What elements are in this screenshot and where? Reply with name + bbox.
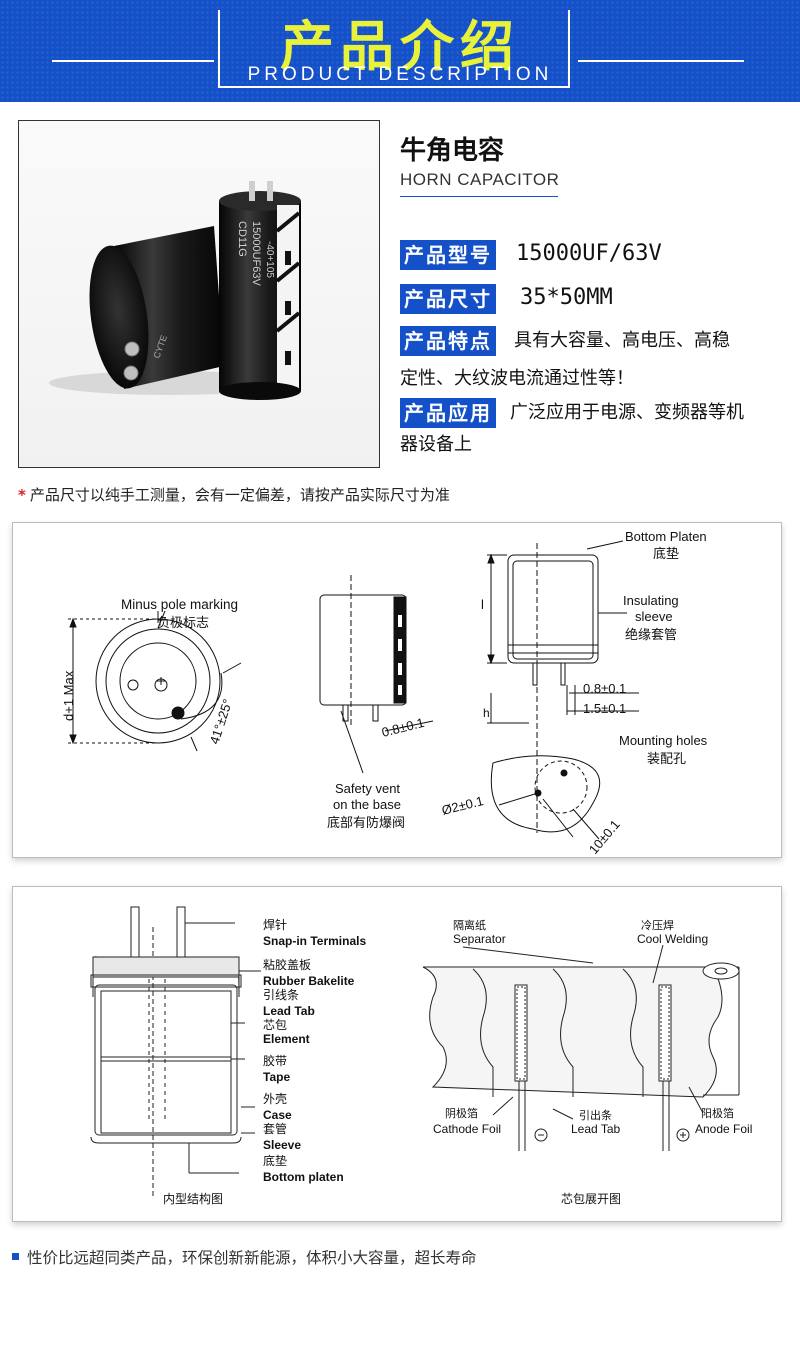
mounting-holes-en: Mounting holes — [619, 733, 708, 748]
marking-series: CD11G — [236, 221, 248, 257]
element-unrolled-caption: 芯包展开图 — [561, 1192, 621, 1206]
lead-dim-label: 0.8±0.1 — [380, 715, 426, 740]
structure-drawing-panel: 焊针 Snap-in Terminals 粘胶盖板 Rubber Bakelit… — [12, 886, 782, 1222]
bakelite-cn: 粘胶盖板 — [263, 957, 311, 972]
element-unrolled-diagram — [422, 944, 740, 1151]
feature-tag: 产品特点 — [400, 326, 496, 356]
leadtab-en: Lead Tab — [263, 1004, 315, 1018]
sleeve-cn: 套管 — [263, 1121, 287, 1136]
size-tag: 产品尺寸 — [400, 284, 496, 314]
bottom-platen-cn: 底垫 — [653, 546, 679, 562]
cathode-cn: 阴极箔 — [445, 1106, 478, 1120]
bottom-platen-en: Bottom Platen — [625, 529, 707, 544]
leadtab2-en: Lead Tab — [571, 1122, 620, 1136]
model-value: 15000UF/63V — [516, 241, 662, 266]
case-cn: 外壳 — [263, 1092, 287, 1106]
marking-temp: -40+105 — [264, 241, 275, 278]
feature-text-2: 定性、大纹波电流通过性等！ — [400, 368, 634, 389]
element-cn: 芯包 — [263, 1018, 287, 1032]
insulating-en-1: Insulating — [623, 593, 679, 608]
platen-en: Bottom platen — [263, 1170, 344, 1184]
sleeve-en: Sleeve — [263, 1138, 301, 1152]
side-view-diagram — [319, 575, 434, 774]
separator-cn: 隔离纸 — [453, 918, 486, 932]
insulating-en-2: sleeve — [635, 609, 673, 624]
banner-rule-left — [52, 60, 214, 62]
banner-frame — [218, 10, 570, 88]
safety-vent-en-1: Safety vent — [335, 781, 400, 796]
product-name-en: HORN CAPACITOR — [400, 170, 560, 189]
angle-label: 41°±25° — [207, 697, 236, 746]
separator-en: Separator — [453, 932, 506, 946]
footer-bullet-icon — [12, 1253, 19, 1260]
internal-structure-diagram — [90, 906, 261, 1197]
application-text-1: 广泛应用于电源、变频器等机 — [510, 402, 744, 423]
case-en: Case — [263, 1108, 292, 1122]
product-photo: CYTE CD11G 15000UF63V -40+105 — [18, 120, 380, 468]
marking-rated: 15000UF63V — [250, 221, 262, 286]
dimension-drawing-panel: Minus pole marking 负极标志 d+1 Max 41°±25° … — [12, 522, 782, 858]
internal-structure-caption: 内型结构图 — [163, 1191, 223, 1206]
footer-text: 性价比远超同类产品，环保创新新能源，体积小大容量，超长寿命 — [27, 1249, 477, 1267]
height-mark: h — [483, 706, 490, 720]
size-value: 35*50MM — [520, 285, 613, 310]
safety-vent-cn: 底部有防爆阀 — [327, 815, 405, 831]
platen-cn: 底垫 — [263, 1153, 287, 1168]
banner-rule-right — [578, 60, 744, 62]
dim-b-label: 1.5±0.1 — [583, 701, 626, 716]
length-mark: l — [481, 597, 484, 612]
leadtab-cn: 引线条 — [263, 988, 299, 1002]
feature-text-1: 具有大容量、高电压、高稳 — [514, 330, 730, 351]
bakelite-en: Rubber Bakelite — [263, 974, 355, 988]
product-name-underline — [400, 196, 558, 197]
tape-cn: 胶带 — [263, 1053, 287, 1068]
leadtab2-cn: 引出条 — [579, 1108, 612, 1122]
mounting-holes-cn: 装配孔 — [647, 752, 686, 767]
top-view-diagram — [68, 610, 242, 752]
safety-vent-en-2: on the base — [333, 797, 401, 812]
application-text-2: 器设备上 — [400, 434, 472, 455]
insulating-cn: 绝缘套管 — [625, 627, 677, 643]
minus-pole-label-en: Minus pole marking — [121, 597, 238, 612]
element-en: Element — [263, 1032, 310, 1046]
d-max-label: d+1 Max — [61, 670, 76, 721]
cathode-en: Cathode Foil — [433, 1122, 501, 1136]
minus-pole-label-cn: 负极标志 — [157, 616, 209, 631]
note-text: 产品尺寸以纯手工测量，会有一定偏差，请按产品实际尺寸为准 — [29, 486, 450, 504]
anode-en: Anode Foil — [695, 1122, 752, 1136]
hole-diameter-label: Ø2±0.1 — [440, 793, 485, 818]
footer-tagline: 性价比远超同类产品，环保创新新能源，体积小大容量，超长寿命 — [12, 1246, 477, 1268]
front-view-diagram — [487, 540, 639, 840]
terminal-en: Snap-in Terminals — [263, 934, 366, 948]
header-banner: 产品介绍 PRODUCT DESCRIPTION — [0, 0, 800, 102]
dim-a-label: 0.8±0.1 — [583, 681, 626, 696]
product-name: 牛角电容 — [400, 136, 505, 166]
anode-cn: 阳极箔 — [701, 1106, 734, 1120]
page-subtitle: PRODUCT DESCRIPTION — [247, 64, 553, 85]
application-tag: 产品应用 — [400, 398, 496, 428]
model-tag: 产品型号 — [400, 240, 496, 270]
page-title: 产品介绍 — [280, 15, 520, 78]
tape-en: Tape — [263, 1070, 290, 1084]
terminal-cn: 焊针 — [263, 917, 287, 932]
coolweld-cn: 冷压焊 — [641, 918, 674, 932]
coolweld-en: Cool Welding — [637, 932, 708, 946]
measurement-note: *产品尺寸以纯手工测量，会有一定偏差，请按产品实际尺寸为准 — [18, 484, 450, 505]
note-star: * — [18, 486, 26, 504]
hole-pitch-label: 10±0.1 — [586, 817, 623, 857]
